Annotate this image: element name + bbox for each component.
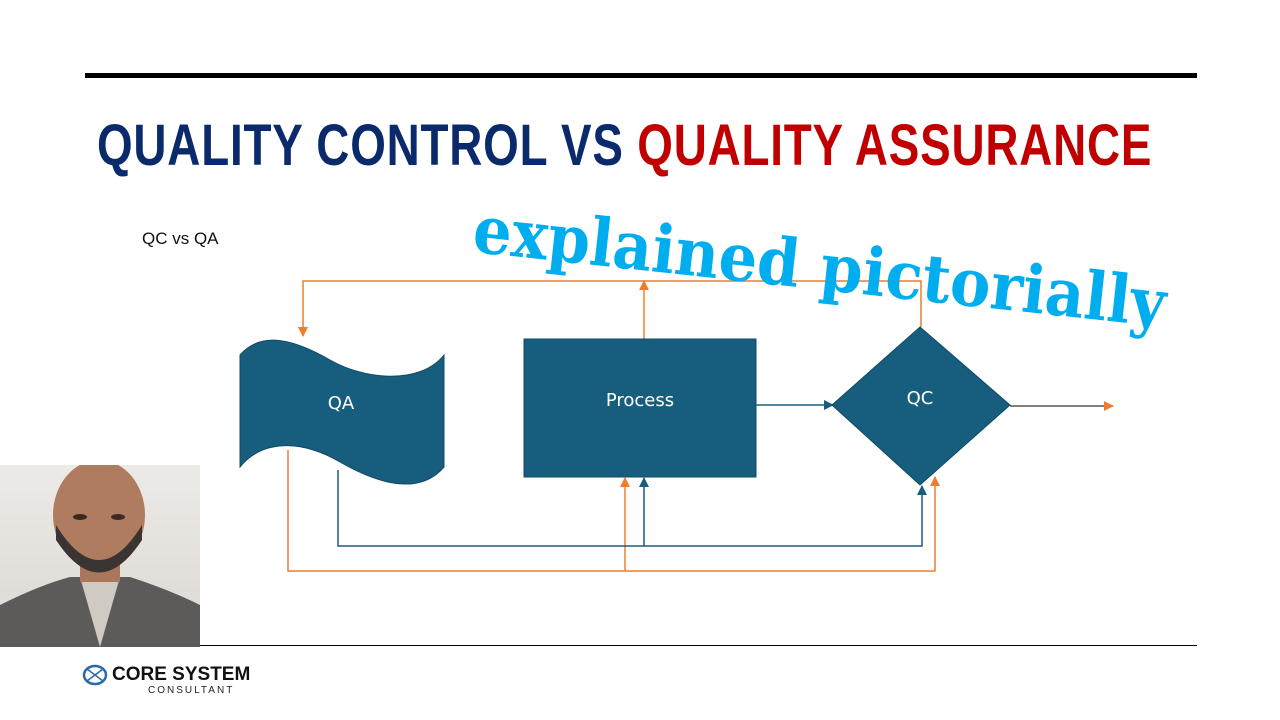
feedback-arrow-qa xyxy=(298,280,922,337)
presenter-photo xyxy=(0,465,200,647)
qc-label: QC xyxy=(907,388,934,409)
logo-name: CORE SYSTEM xyxy=(112,664,251,685)
process-label: Process xyxy=(606,390,674,411)
qa-to-qc-orange-arrow xyxy=(287,450,940,572)
qa-label: QA xyxy=(328,393,355,414)
subtitle: QC vs QA xyxy=(142,229,219,248)
bottom-rule xyxy=(200,645,1197,646)
logo-sub: CONSULTANT xyxy=(148,685,235,696)
qa-to-qc-blue-arrow xyxy=(337,470,927,547)
qc-diamond xyxy=(831,326,1011,486)
globe-icon xyxy=(82,664,108,686)
title-qc: QUALITY CONTROL VS xyxy=(97,113,638,178)
qa-shape xyxy=(239,339,445,485)
top-rule xyxy=(85,73,1197,78)
process-box xyxy=(523,338,757,478)
slide-title: QUALITY CONTROL VS QUALITY ASSURANCE xyxy=(97,112,1152,179)
title-qa: QUALITY ASSURANCE xyxy=(637,113,1153,178)
